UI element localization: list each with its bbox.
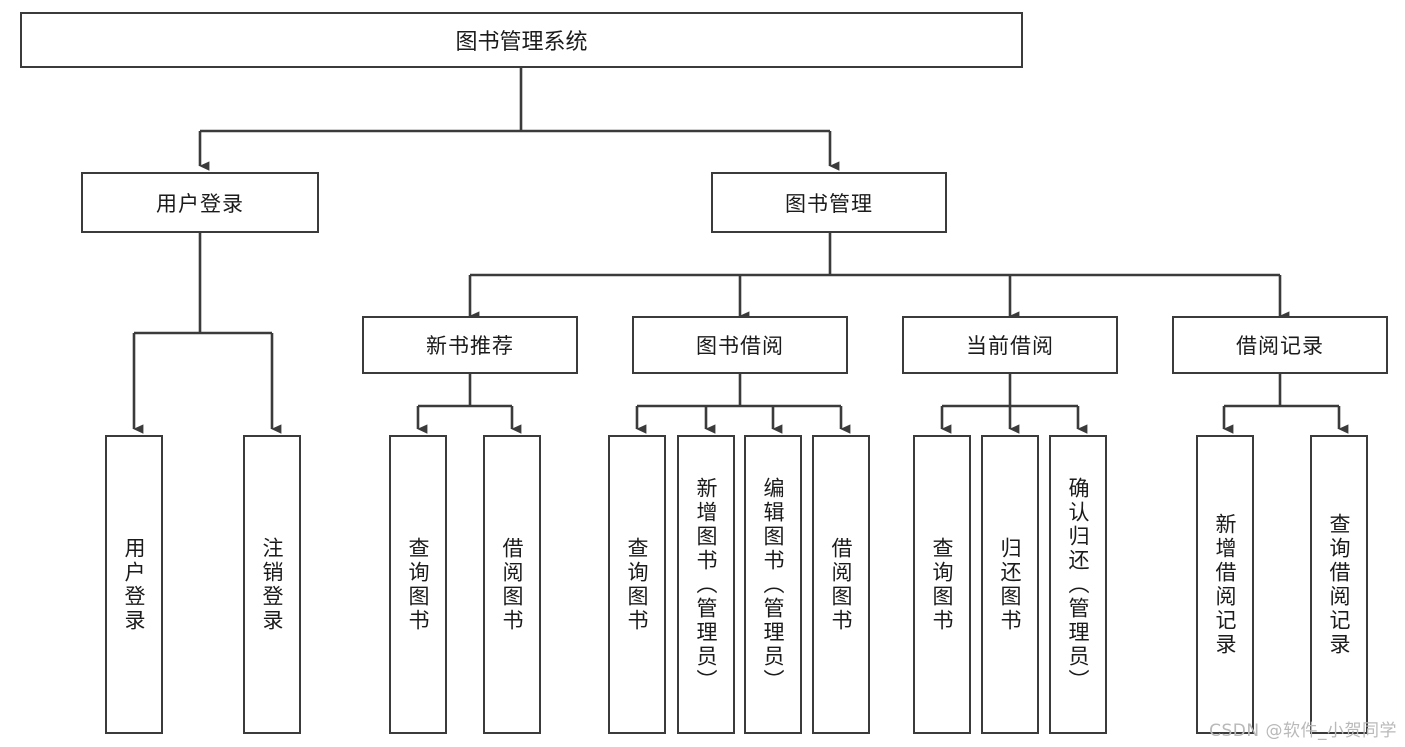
leaf-borrow-book[interactable]: 借阅图书: [812, 435, 870, 734]
node-current-borrow-label: 当前借阅: [966, 334, 1054, 358]
node-current-borrow[interactable]: 当前借阅: [902, 316, 1118, 374]
node-root-label: 图书管理系统: [455, 30, 588, 55]
leaf-query-book-recommend[interactable]: 查询图书: [389, 435, 447, 734]
leaf-borrow-book-label: 借阅图书: [829, 536, 854, 633]
node-root[interactable]: 图书管理系统: [20, 12, 1023, 68]
leaf-add-borrow-record-label: 新增借阅记录: [1213, 512, 1238, 657]
leaf-query-borrow-record-label: 查询借阅记录: [1327, 512, 1352, 657]
leaf-logout[interactable]: 注销登录: [243, 435, 301, 734]
leaf-add-book-admin-label: 新增图书（管理员）: [694, 476, 719, 693]
leaf-add-book-admin[interactable]: 新增图书（管理员）: [677, 435, 735, 734]
leaf-user-login[interactable]: 用户登录: [105, 435, 163, 734]
node-book-management-label: 图书管理: [785, 191, 873, 216]
node-new-book-recommend-label: 新书推荐: [426, 334, 514, 358]
leaf-query-book-current[interactable]: 查询图书: [913, 435, 971, 734]
node-new-book-recommend[interactable]: 新书推荐: [362, 316, 578, 374]
node-book-borrow-label: 图书借阅: [696, 334, 784, 358]
leaf-return-book-label: 归还图书: [998, 536, 1023, 633]
leaf-edit-book-admin-label: 编辑图书（管理员）: [761, 476, 786, 693]
leaf-user-login-label: 用户登录: [122, 536, 147, 633]
node-user-login-label: 用户登录: [156, 191, 244, 216]
leaf-query-borrow-record[interactable]: 查询借阅记录: [1310, 435, 1368, 734]
node-book-borrow[interactable]: 图书借阅: [632, 316, 848, 374]
leaf-logout-label: 注销登录: [260, 536, 285, 633]
leaf-query-book-borrow-label: 查询图书: [625, 536, 650, 633]
leaf-borrow-book-recommend[interactable]: 借阅图书: [483, 435, 541, 734]
node-borrow-record-label: 借阅记录: [1236, 334, 1324, 358]
leaf-edit-book-admin[interactable]: 编辑图书（管理员）: [744, 435, 802, 734]
leaf-confirm-return-admin-label: 确认归还（管理员）: [1066, 476, 1091, 693]
leaf-confirm-return-admin[interactable]: 确认归还（管理员）: [1049, 435, 1107, 734]
node-book-management[interactable]: 图书管理: [711, 172, 947, 233]
leaf-query-book-borrow[interactable]: 查询图书: [608, 435, 666, 734]
watermark: CSDN @软件_小贺同学: [1209, 721, 1397, 741]
node-borrow-record[interactable]: 借阅记录: [1172, 316, 1388, 374]
leaf-add-borrow-record[interactable]: 新增借阅记录: [1196, 435, 1254, 734]
leaf-query-book-current-label: 查询图书: [930, 536, 955, 633]
leaf-query-book-recommend-label: 查询图书: [406, 536, 431, 633]
node-user-login[interactable]: 用户登录: [81, 172, 319, 233]
leaf-return-book[interactable]: 归还图书: [981, 435, 1039, 734]
leaf-borrow-book-recommend-label: 借阅图书: [500, 536, 525, 633]
